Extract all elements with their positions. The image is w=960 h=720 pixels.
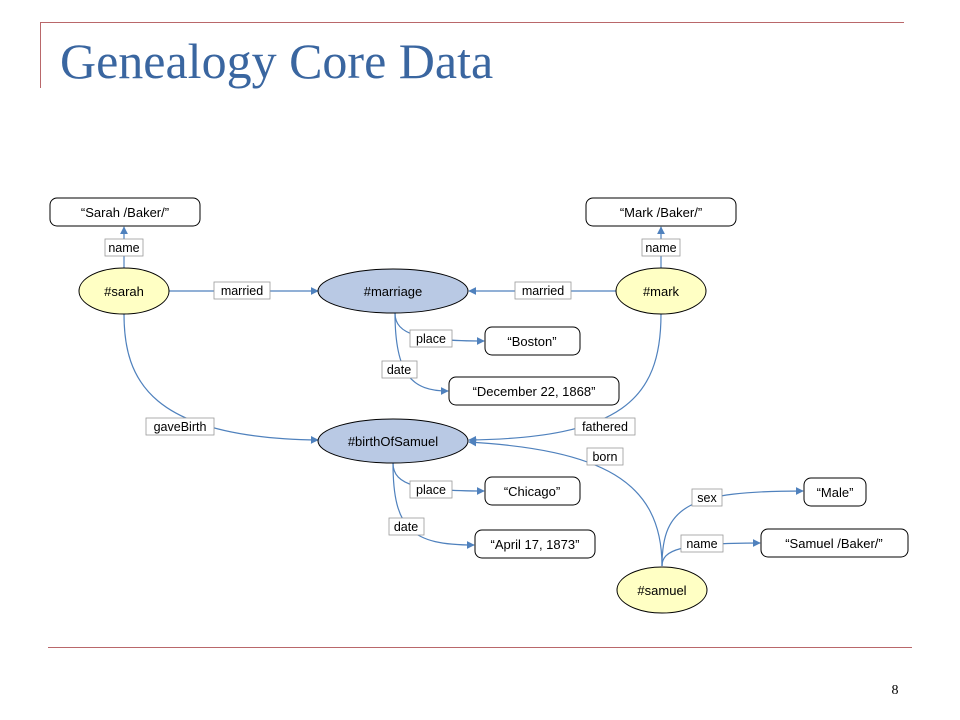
edge-label-text: married: [221, 284, 263, 298]
edge-label-marriage-place: place: [409, 329, 453, 348]
edge-label-text: fathered: [582, 420, 628, 434]
edge-label-gave-birth: gaveBirth: [145, 417, 215, 436]
node-text: #sarah: [104, 284, 144, 299]
node-text: #birthOfSamuel: [348, 434, 438, 449]
edge-born: [468, 438, 663, 567]
slide-title: Genealogy Core Data: [60, 33, 494, 89]
edge-marriage-date: [394, 312, 449, 395]
edge-label-marriage-date: date: [381, 360, 418, 379]
edge-labels: name name married married place date gav…: [104, 238, 724, 553]
edge-label-samuel-name: name: [680, 534, 724, 553]
edge-label-text: born: [592, 450, 617, 464]
node-text: “April 17, 1873”: [491, 537, 580, 552]
nodes: “Sarah /Baker/” “Mark /Baker/” #sarah #m…: [49, 197, 909, 614]
node-april-literal: “April 17, 1873”: [474, 529, 596, 559]
node-text: #samuel: [637, 583, 686, 598]
page-number: 8: [891, 683, 899, 698]
node-december-literal: “December 22, 1868”: [448, 376, 620, 406]
node-samuel-name-literal: “Samuel /Baker/”: [760, 528, 909, 558]
edge-label-mark-married: married: [514, 281, 572, 300]
edge-label-birth-date: date: [388, 517, 425, 536]
edge-label-text: place: [416, 332, 446, 346]
edge-label-text: name: [108, 241, 139, 255]
node-mark-name-literal: “Mark /Baker/”: [585, 197, 737, 227]
edge-label-text: date: [387, 363, 411, 377]
node-boston-literal: “Boston”: [484, 326, 581, 356]
node-text: “Sarah /Baker/”: [81, 205, 169, 220]
node-mark: #mark: [615, 267, 707, 315]
edge-label-text: place: [416, 483, 446, 497]
edge-label-text: name: [686, 537, 717, 551]
node-text: “December 22, 1868”: [473, 384, 596, 399]
node-text: “Chicago”: [504, 484, 560, 499]
edge-sex: [661, 487, 804, 567]
node-chicago-literal: “Chicago”: [484, 476, 581, 506]
edge-label-fathered: fathered: [574, 417, 636, 436]
node-sarah: #sarah: [78, 267, 170, 315]
frame-bottom-rule: [48, 647, 912, 648]
edge-gave-birth: [123, 313, 319, 444]
node-text: #marriage: [364, 284, 423, 299]
node-sarah-name-literal: “Sarah /Baker/”: [49, 197, 201, 227]
node-marriage: #marriage: [317, 268, 469, 314]
edge-label-text: name: [645, 241, 676, 255]
node-birth-of-samuel: #birthOfSamuel: [317, 418, 469, 464]
edge-label-born: born: [586, 447, 624, 466]
node-text: “Male”: [817, 485, 854, 500]
edge-label-mark-name: name: [641, 238, 681, 257]
edge-label-sex: sex: [691, 488, 723, 507]
node-samuel: #samuel: [616, 566, 708, 614]
node-text: “Boston”: [507, 334, 556, 349]
frame-top-rule: [40, 22, 904, 23]
edge-fathered: [468, 313, 662, 444]
edge-label-sarah-name: name: [104, 238, 144, 257]
node-male-literal: “Male”: [803, 477, 867, 507]
edge-label-birth-place: place: [409, 480, 453, 499]
edge-label-text: date: [394, 520, 418, 534]
edge-label-sarah-married: married: [213, 281, 271, 300]
node-text: “Samuel /Baker/”: [785, 536, 883, 551]
frame-left-rule: [40, 22, 41, 88]
edge-label-text: married: [522, 284, 564, 298]
node-text: #mark: [643, 284, 680, 299]
node-text: “Mark /Baker/”: [620, 205, 702, 220]
edge-label-text: sex: [697, 491, 717, 505]
edge-label-text: gaveBirth: [154, 420, 207, 434]
